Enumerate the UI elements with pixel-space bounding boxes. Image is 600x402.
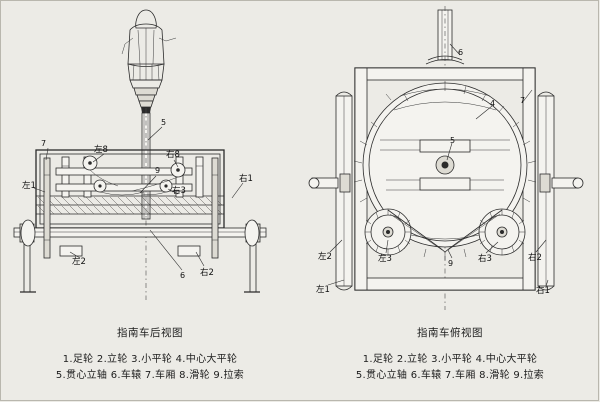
legend-rear-line1: 1.足轮 2.立轮 3.小平轮 4.中心大平轮 [62, 354, 238, 365]
axle-and-wheels [13, 219, 267, 293]
caption-top-view: 指南车俯视图 [417, 327, 483, 339]
callout-top-k: 右1 [536, 285, 550, 296]
small-gear-right [478, 208, 526, 256]
center-large-gear [362, 82, 528, 248]
callout-rear-f: 左1 [22, 180, 36, 191]
callout-group: 7 左8 右8 5 9 左1 右3 右1 左2 6 右2 [22, 118, 253, 280]
legend-rear-line2: 5.贯心立轴 6.车辕 7.车厢 8.滑轮 9.拉索 [55, 370, 245, 381]
callout-top-e: 左3 [378, 253, 392, 264]
top-view-drawing: 6 4 7 5 左3 左2 9 右3 右2 左1 右1 [308, 6, 584, 310]
pulleys [82, 155, 186, 193]
callout-rear-j: 6 [180, 271, 185, 280]
legend-top-view: 1.足轮 2.立轮 3.小平轮 4.中心大平轮 5.贯心立轴 6.车辕 7.车厢… [300, 352, 600, 384]
callout-rear-k: 右2 [200, 267, 214, 278]
panel-rear-view: 7 左8 右8 5 9 左1 右3 右1 左2 6 右2 指南车后视图 1.足轮… [0, 9, 300, 384]
cords [387, 209, 503, 253]
callout-top-c: 7 [520, 96, 525, 105]
callout-rear-c: 右8 [166, 149, 180, 160]
legend-top-line1: 1.足轮 2.立轮 3.小平轮 4.中心大平轮 [362, 354, 538, 365]
callout-rear-d: 5 [161, 118, 166, 127]
callout-rear-e: 9 [155, 166, 160, 175]
callout-rear-g: 右3 [172, 185, 186, 196]
caption-rear-view: 指南车后视图 [117, 327, 183, 339]
leader-lines-top [327, 43, 549, 287]
callout-top-j: 左1 [316, 284, 330, 295]
bottom-brackets [59, 245, 201, 257]
foot-wheel-bars [43, 157, 219, 259]
callout-group-top: 6 4 7 5 左3 左2 9 右3 右2 左1 右1 [316, 48, 550, 296]
callout-rear-a: 7 [41, 139, 46, 148]
pointing-figure [121, 9, 177, 113]
callout-top-i: 右2 [528, 252, 542, 263]
small-gear-left [364, 208, 412, 256]
callout-top-d: 5 [450, 136, 455, 145]
callout-top-g: 9 [448, 259, 453, 268]
callout-top-h: 右3 [478, 253, 492, 264]
callout-rear-h: 右1 [239, 173, 253, 184]
callout-top-a: 6 [458, 48, 463, 57]
carriage-frame [354, 67, 536, 291]
legend-rear-view: 1.足轮 2.立轮 3.小平轮 4.中心大平轮 5.贯心立轴 6.车辕 7.车厢… [0, 352, 300, 384]
upper-beam [55, 167, 193, 192]
callout-top-f: 左2 [318, 251, 332, 262]
callout-rear-i: 左2 [72, 256, 86, 267]
leader-lines [33, 126, 244, 271]
legend-top-line2: 5.贯心立轴 6.车辕 7.车厢 8.滑轮 9.拉索 [355, 370, 545, 381]
side-wheels [308, 91, 584, 291]
central-vertical-shaft [141, 108, 151, 300]
rear-view-drawing: 7 左8 右8 5 9 左1 右3 右1 左2 6 右2 [13, 9, 267, 300]
ropes [89, 169, 179, 196]
panel-top-view: 6 4 7 5 左3 左2 9 右3 右2 左1 右1 指南车俯视图 1.足轮 … [300, 0, 600, 402]
callout-top-b: 4 [490, 99, 495, 108]
callout-rear-b: 左8 [94, 144, 108, 155]
